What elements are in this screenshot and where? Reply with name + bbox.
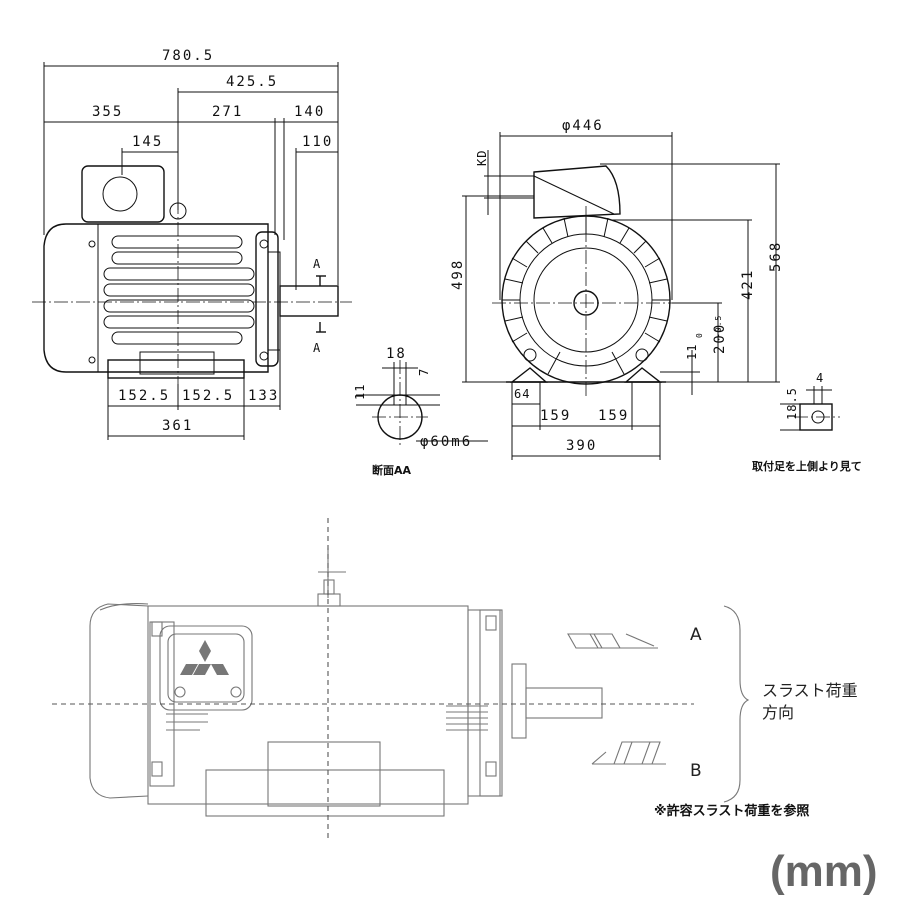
dim-4: 4 xyxy=(816,371,824,385)
dim-152-5-left: 152.5 xyxy=(118,388,170,404)
dim-200: 200 xyxy=(712,323,728,354)
dim-498: 498 xyxy=(450,259,466,290)
dim-133: 133 xyxy=(248,388,279,404)
dim-kd: KD xyxy=(475,150,489,166)
dim-140: 140 xyxy=(294,104,325,120)
dim-159-left: 159 xyxy=(540,408,571,424)
foot-view: 4 18.5 取付足を上側より見て xyxy=(752,371,862,473)
section-mark-a-top: A xyxy=(313,257,321,271)
radial-fins xyxy=(502,216,670,375)
flange-dia-446: φ446 xyxy=(562,118,604,134)
dim-271: 271 xyxy=(212,104,243,120)
thrust-direction-label-2: 方向 xyxy=(762,703,794,722)
dim-11-foot: 11 xyxy=(685,344,699,360)
shaft-dia-60m6: φ60m6 xyxy=(420,434,472,450)
end-view: φ446 KD xyxy=(450,118,784,460)
dim-780-5: 780.5 xyxy=(162,48,214,64)
fins xyxy=(103,235,255,345)
tol-lower: -0.5 xyxy=(714,315,723,338)
section-mark-a-bottom: A xyxy=(313,341,321,355)
dim-110: 110 xyxy=(302,134,333,150)
section-aa: 18 11 7 φ60m6 断面AA xyxy=(353,346,488,477)
dim-18-5: 18.5 xyxy=(785,387,799,420)
dim-568: 568 xyxy=(768,241,784,272)
dim-390: 390 xyxy=(566,438,597,454)
dim-361: 361 xyxy=(162,418,193,434)
dim-425-5: 425.5 xyxy=(226,74,278,90)
unit-label: (mm) xyxy=(770,847,878,896)
dim-159-right: 159 xyxy=(598,408,629,424)
foot-view-label: 取付足を上側より見て xyxy=(752,459,862,473)
tol-upper: 0 xyxy=(695,332,704,338)
dim-421: 421 xyxy=(740,269,756,300)
dim-355: 355 xyxy=(92,104,123,120)
dim-64: 64 xyxy=(514,387,530,401)
dim-7: 7 xyxy=(417,368,431,376)
thrust-label-b: B xyxy=(690,761,702,781)
side-view: 780.5 425.5 355 271 140 145 110 xyxy=(32,48,352,440)
dim-152-5-right: 152.5 xyxy=(182,388,234,404)
thrust-note: ※許容スラスト荷重を参照 xyxy=(654,803,809,819)
thrust-direction-label-1: スラスト荷重 xyxy=(762,681,858,700)
section-aa-label: 断面AA xyxy=(372,463,412,477)
dim-145: 145 xyxy=(132,134,163,150)
thrust-diagram: A B スラスト荷重 方向 ※許容スラスト荷重を参照 xyxy=(52,518,858,840)
dim-11-aa: 11 xyxy=(353,384,367,400)
thrust-label-a: A xyxy=(690,625,702,645)
key-width-18: 18 xyxy=(386,346,407,362)
